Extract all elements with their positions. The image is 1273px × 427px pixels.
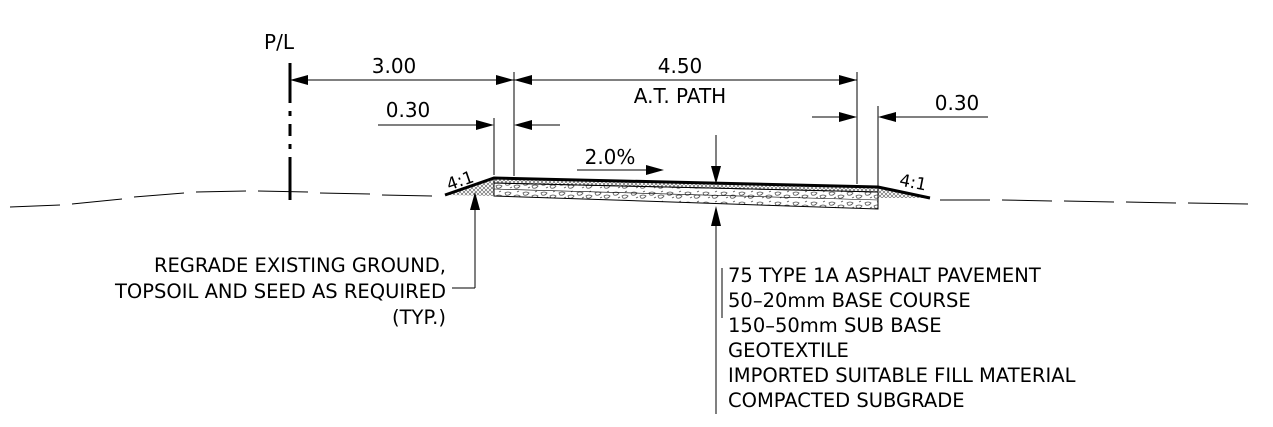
dim-left-shoulder-arrow-2 — [514, 120, 532, 130]
property-line-label: P/L — [264, 30, 295, 54]
dim-4-50-arrow-left — [514, 75, 532, 85]
granular-base-layers — [493, 182, 879, 210]
layer-sub-base: 150–50mm SUB BASE — [728, 314, 942, 337]
base-subbase-interface — [493, 188, 879, 201]
regrade-note-line-3: (TYP.) — [392, 306, 446, 329]
layer-subgrade: COMPACTED SUBGRADE — [728, 389, 965, 412]
surface-pointer-head — [711, 166, 721, 184]
layer-asphalt: 75 TYPE 1A ASPHALT PAVEMENT — [728, 264, 1041, 287]
dim-right-shoulder-arrow-1 — [839, 112, 857, 122]
dim-offset-to-path: 3.00 — [372, 54, 417, 78]
dim-path-width: 4.50 — [658, 54, 703, 78]
dim-left-shoulder-arrow-1 — [476, 120, 494, 130]
regrade-leader-head — [470, 192, 480, 210]
dim-3-00-arrow-right — [496, 75, 514, 85]
cross-slope-arrow-head — [646, 165, 664, 175]
existing-ground-right — [940, 199, 1249, 205]
layer-base-course: 50–20mm BASE COURSE — [728, 289, 971, 312]
existing-ground-left — [9, 190, 433, 208]
layer-fill-material: IMPORTED SUITABLE FILL MATERIAL — [728, 364, 1076, 387]
layer-geotextile: GEOTEXTILE — [728, 339, 849, 362]
layer-callout-head — [711, 206, 721, 226]
path-name-label: A.T. PATH — [634, 84, 726, 108]
dim-right-shoulder-arrow-2 — [878, 112, 896, 122]
finished-grade-line — [444, 176, 931, 200]
cross-slope-label: 2.0% — [585, 145, 636, 169]
dim-3-00-arrow-left — [290, 75, 308, 85]
dim-shoulder-left: 0.30 — [386, 98, 431, 122]
regrade-note-line-1: REGRADE EXISTING GROUND, — [154, 254, 446, 277]
regrade-note-line-2: TOPSOIL AND SEED AS REQUIRED — [114, 280, 446, 303]
dim-shoulder-right: 0.30 — [935, 91, 980, 115]
dim-4-50-arrow-right — [839, 75, 857, 85]
